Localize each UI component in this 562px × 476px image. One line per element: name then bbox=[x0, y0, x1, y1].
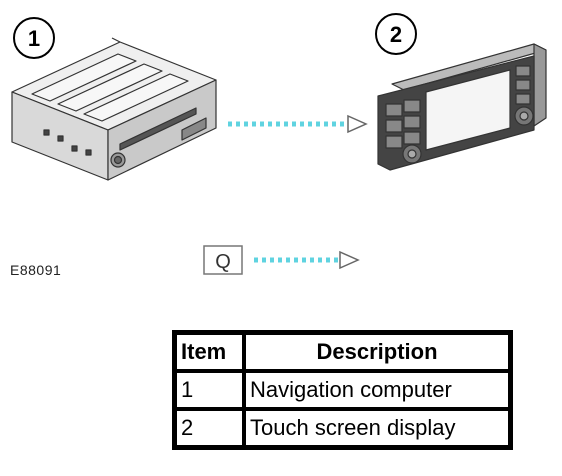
key-arrowhead bbox=[339, 250, 360, 270]
callout-1: 1 bbox=[13, 17, 55, 59]
connection-arrow bbox=[228, 114, 368, 134]
key-symbol: Q bbox=[203, 245, 360, 275]
navigation-computer-illustration bbox=[11, 37, 217, 181]
table-row: 2 Touch screen display bbox=[175, 409, 510, 447]
callout-1-label: 1 bbox=[28, 26, 40, 51]
table-header-item: Item bbox=[175, 333, 244, 371]
table-cell-item: 2 bbox=[175, 409, 244, 447]
callout-2: 2 bbox=[375, 13, 417, 55]
table-cell-description: Navigation computer bbox=[244, 371, 510, 409]
image-id-label: E88091 bbox=[10, 262, 62, 278]
table-cell-description: Touch screen display bbox=[244, 409, 510, 447]
key-box-label: Q bbox=[215, 251, 231, 273]
table-header-row: Item Description bbox=[175, 333, 510, 371]
table-header-description: Description bbox=[244, 333, 510, 371]
key-box bbox=[203, 245, 243, 275]
callout-2-label: 2 bbox=[390, 22, 402, 47]
touch-screen-display-illustration bbox=[377, 43, 547, 171]
table-cell-item: 1 bbox=[175, 371, 244, 409]
legend-table: Item Description 1 Navigation computer 2… bbox=[172, 330, 513, 450]
table-row: 1 Navigation computer bbox=[175, 371, 510, 409]
